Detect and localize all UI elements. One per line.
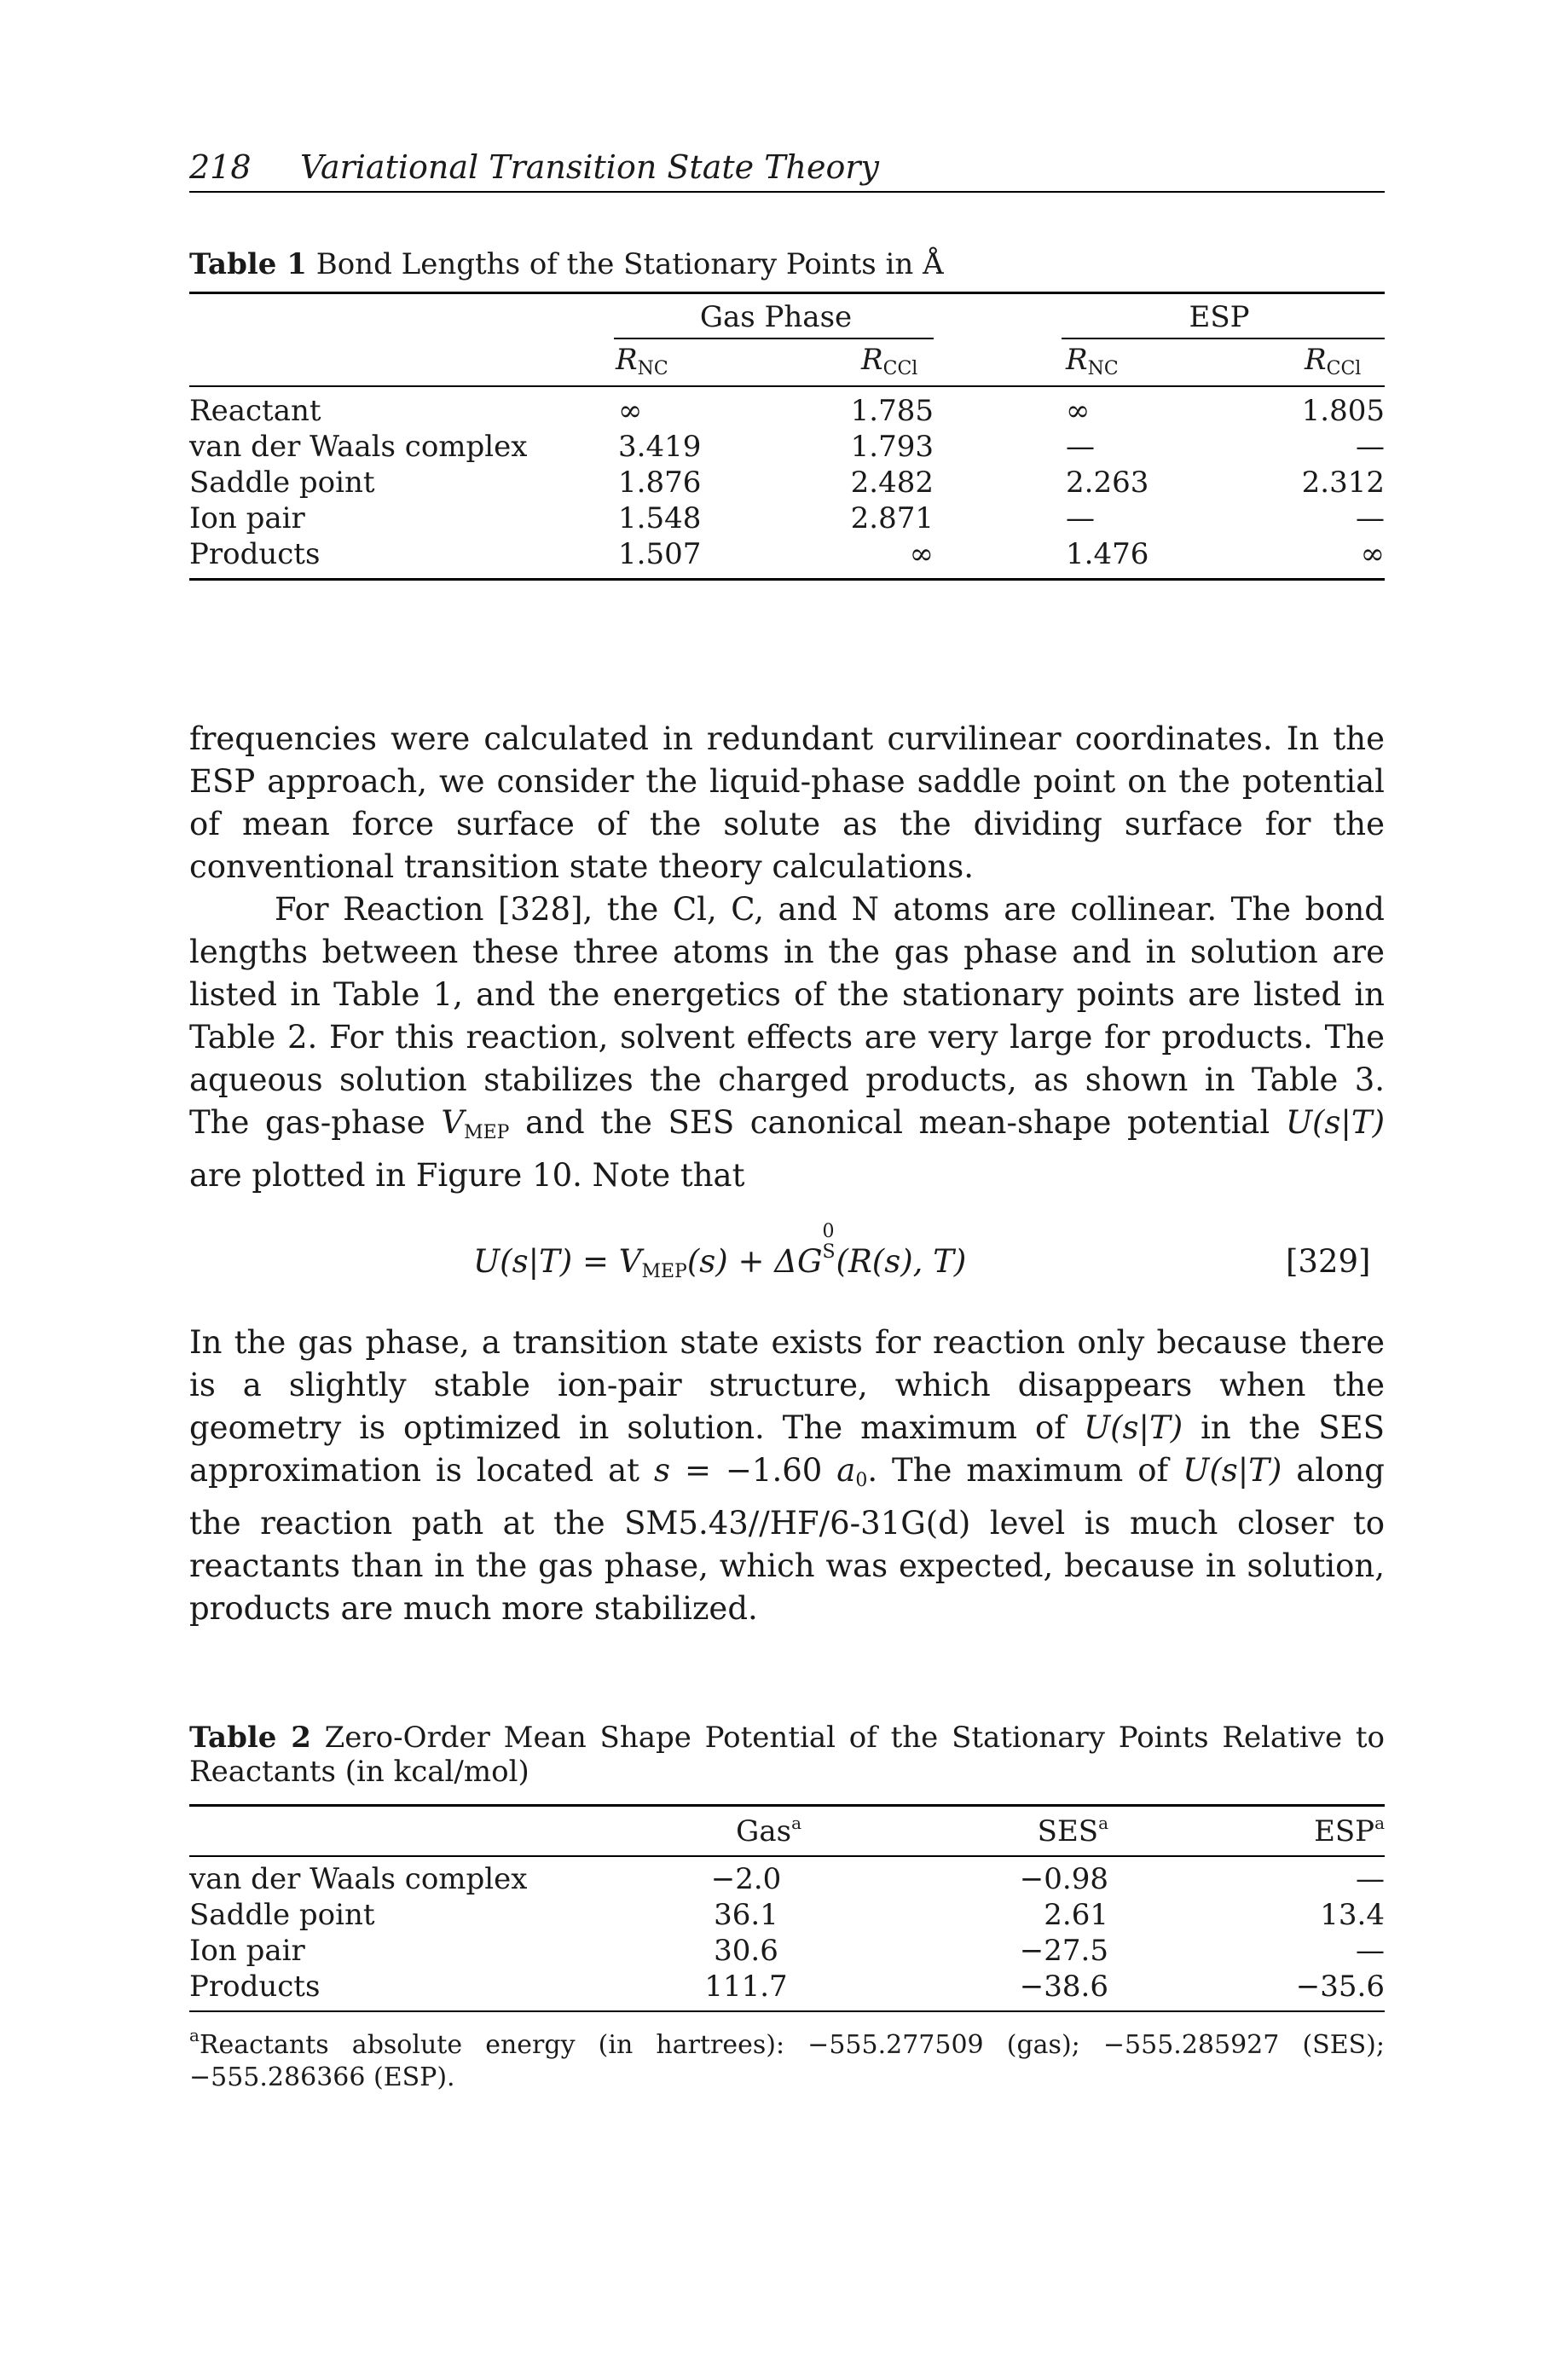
table2-caption-text: Zero-Order Mean Shape Potential of the S… (189, 1721, 1385, 1789)
cell: 2.263 (1066, 466, 1149, 500)
cell: 3.419 (618, 430, 702, 464)
cell: −38.6 (1019, 1970, 1108, 2004)
table1-esp-rule (1062, 338, 1385, 339)
cell: 2.312 (1301, 466, 1385, 500)
running-title: Variational Transition State Theory (300, 148, 880, 186)
table2-col-gas: Gasa (736, 1813, 801, 1848)
cell: 1.476 (1066, 537, 1149, 571)
row-label: Reactant (189, 394, 321, 428)
cell: ∞ (909, 537, 934, 571)
row-label: Ion pair (189, 1934, 305, 1968)
table1-col-rnc-gas: RNC (616, 343, 668, 379)
paragraph-2: For Reaction [328], the Cl, C, and N ato… (189, 891, 1385, 1194)
table1-top-rule (189, 292, 1385, 294)
cell: 1.507 (618, 537, 702, 571)
cell: — (1356, 430, 1385, 464)
row-label: Ion pair (189, 501, 305, 535)
cell: ∞ (1360, 537, 1385, 571)
table1-caption-text: Bond Lengths of the Stationary Points in… (315, 247, 944, 281)
cell: 1.793 (850, 430, 934, 464)
cell: 2.61 (1044, 1898, 1108, 1932)
cell: −27.5 (1019, 1934, 1108, 1968)
row-label: Products (189, 537, 321, 571)
table2-top-rule (189, 1804, 1385, 1807)
table1-bottom-rule (189, 578, 1385, 581)
table1-col-rccl-gas: RCCl (861, 343, 918, 379)
table2-col-ses: SESa (1037, 1813, 1108, 1848)
cell: 1.548 (618, 501, 702, 535)
cell: 1.805 (1301, 394, 1385, 428)
cell: 2.482 (850, 466, 934, 500)
row-label: Saddle point (189, 466, 375, 500)
table1-group-gas: Gas Phase (699, 300, 853, 334)
table1-group-esp: ESP (1189, 300, 1250, 334)
cell: −0.98 (1019, 1862, 1108, 1896)
cell: −35.6 (1295, 1970, 1385, 2004)
cell: 30.6 (714, 1934, 778, 1968)
cell: 1.876 (618, 466, 702, 500)
cell: 1.785 (850, 394, 934, 428)
cell: ∞ (1066, 394, 1091, 428)
table1-gas-rule (614, 338, 934, 339)
row-label: Saddle point (189, 1898, 375, 1932)
page-number: 218 (189, 148, 252, 186)
table1-header-rule (189, 385, 1385, 387)
cell: 13.4 (1320, 1898, 1385, 1932)
table2-footnote: aReactants absolute energy (in hartrees)… (189, 2025, 1385, 2092)
table2-col-esp: ESPa (1314, 1813, 1385, 1848)
row-label: van der Waals complex (189, 430, 528, 464)
cell: 111.7 (704, 1970, 788, 2004)
cell: — (1356, 501, 1385, 535)
cell: ∞ (618, 394, 643, 428)
cell: — (1356, 1934, 1385, 1968)
table2-label: Table 2 (189, 1721, 311, 1755)
row-label: Products (189, 1970, 321, 2004)
cell: 36.1 (714, 1898, 778, 1932)
table2-bottom-rule (189, 2010, 1385, 2012)
table1-col-rccl-esp: RCCl (1305, 343, 1362, 379)
table2-caption: Table 2 Zero-Order Mean Shape Potential … (189, 1721, 1385, 1789)
table1-label: Table 1 (189, 247, 307, 281)
body-text: frequencies were calculated in redundant… (189, 718, 1385, 1197)
cell: — (1066, 430, 1095, 464)
cell: 2.871 (850, 501, 934, 535)
running-header: 218 Variational Transition State Theory (189, 147, 1385, 193)
cell: — (1066, 501, 1095, 535)
table1-col-rnc-esp: RNC (1066, 343, 1119, 379)
table1-caption: Table 1 Bond Lengths of the Stationary P… (189, 247, 944, 281)
cell: −2.0 (710, 1862, 782, 1896)
row-label: van der Waals complex (189, 1862, 528, 1896)
table2-header-rule (189, 1855, 1385, 1857)
paragraph-1: frequencies were calculated in redundant… (189, 720, 1385, 885)
equation-number: [329] (1286, 1243, 1371, 1280)
paragraph-3: In the gas phase, a transition state exi… (189, 1324, 1386, 1627)
cell: — (1356, 1862, 1385, 1896)
